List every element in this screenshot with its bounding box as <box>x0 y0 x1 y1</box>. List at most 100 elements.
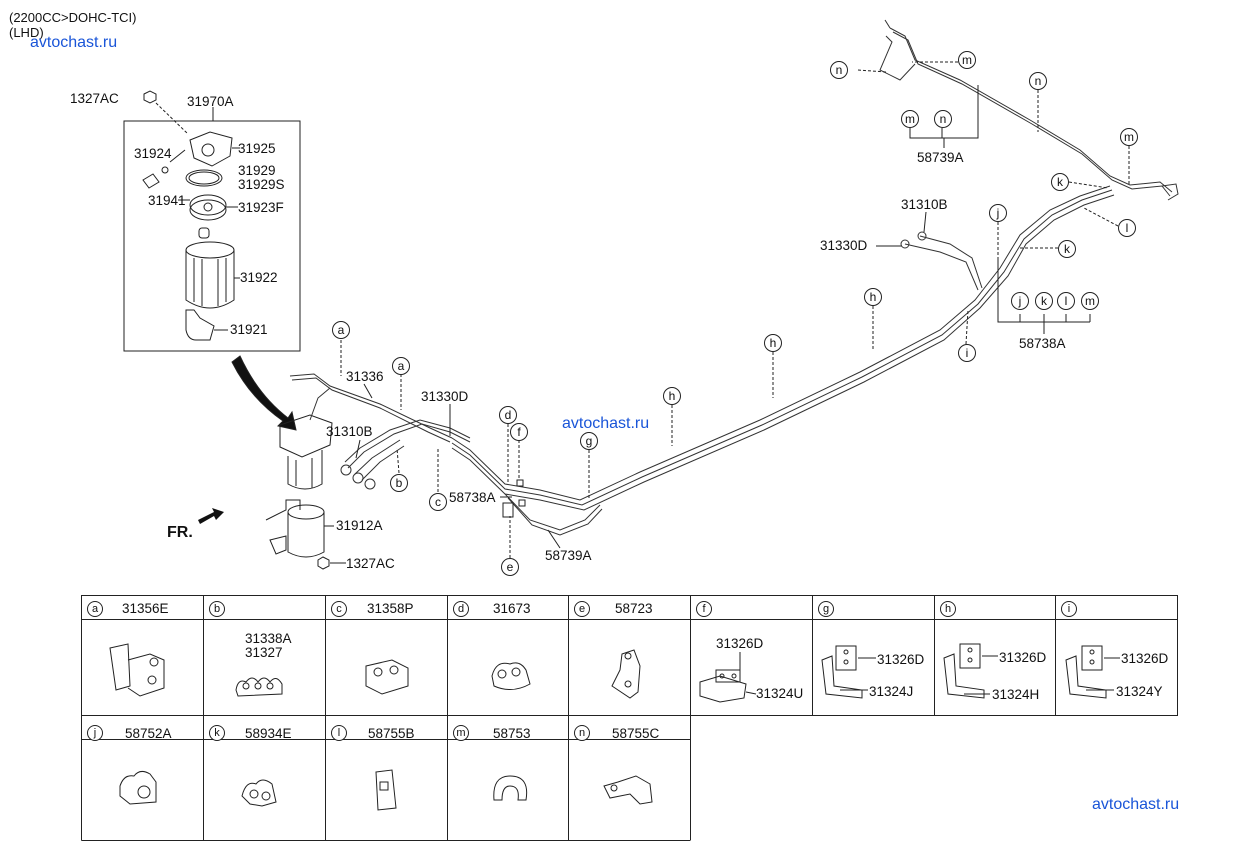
legend-code-f1: 31326D <box>716 636 764 651</box>
part-label-58738A-mid: 58738A <box>449 490 496 505</box>
part-label-58739A-top: 58739A <box>917 150 964 165</box>
front-label: FR. <box>167 524 193 541</box>
legend-code-n: 58755C <box>612 726 660 741</box>
legend-code-h2: 31324H <box>992 687 1040 702</box>
callout-c: c <box>429 493 447 511</box>
legend-code-i2: 31324Y <box>1116 684 1163 699</box>
callout-l: l <box>1118 219 1136 237</box>
legend-code-d: 31673 <box>493 601 531 616</box>
callout-e: e <box>501 558 519 576</box>
callout-g: g <box>580 432 598 450</box>
watermark-bottom-right: avtochast.ru <box>1092 796 1180 813</box>
filter-detail-frame <box>123 120 301 352</box>
fuel-line-diagram <box>123 19 1179 570</box>
callout-n: n <box>1029 72 1047 90</box>
clip-31673-icon <box>491 662 531 690</box>
part-label-31923F: 31923F <box>238 200 284 215</box>
legend-letter-f: f <box>696 601 712 617</box>
part-label-31929S: 31929S <box>238 177 285 192</box>
filter-cap-icon <box>189 194 227 216</box>
part-label-58739A-mid: 58739A <box>545 548 592 563</box>
legend-code-b1: 31338A <box>245 631 292 646</box>
legend-code-f2: 31324U <box>756 686 804 701</box>
legend-code-g1: 31326D <box>877 652 925 667</box>
lower-filter-icon <box>265 499 301 521</box>
legend-letter-c: c <box>331 601 347 617</box>
legend-code-k: 58934E <box>245 726 292 741</box>
part-label-31310B-right: 31310B <box>901 197 948 212</box>
part-label-nut-bottom: 1327AC <box>346 556 395 571</box>
legend-code-m: 58753 <box>493 726 531 741</box>
legend-code-j: 58752A <box>125 726 172 741</box>
legend-letter-g: g <box>818 601 834 617</box>
callout-m: m <box>1081 292 1099 310</box>
engine-spec: (2200CC>DOHC-TCI) <box>9 10 137 25</box>
callout-a: a <box>332 321 350 339</box>
part-label-31912A: 31912A <box>336 518 383 533</box>
part-label-nut-top: 1327AC <box>70 91 119 106</box>
nut-top-icon <box>143 90 157 104</box>
clip-58755C-icon <box>603 775 653 805</box>
clip-31358P-icon <box>365 659 409 695</box>
front-arrow-icon <box>198 508 224 524</box>
callout-n: n <box>934 110 952 128</box>
callout-k: k <box>1058 240 1076 258</box>
legend-code-e: 58723 <box>615 601 653 616</box>
part-label-31921: 31921 <box>230 322 268 337</box>
callout-j: j <box>1011 292 1029 310</box>
part-label-31922: 31922 <box>240 270 278 285</box>
bracket-31324H-icon <box>943 643 985 699</box>
legend-code-l: 58755B <box>368 726 415 741</box>
clip-58934E-icon <box>241 779 277 807</box>
legend-code-b2: 31327 <box>245 645 283 660</box>
clip-31356E-icon <box>109 643 165 697</box>
filter-cartridge-icon <box>185 241 235 259</box>
legend-letter-i: i <box>1061 601 1077 617</box>
callout-m: m <box>958 51 976 69</box>
part-label-58738A-right: 58738A <box>1019 336 1066 351</box>
callout-k: k <box>1051 173 1069 191</box>
callout-a: a <box>392 357 410 375</box>
callout-l: l <box>1057 292 1075 310</box>
part-label-31941: 31941 <box>148 193 186 208</box>
callout-f: f <box>510 423 528 441</box>
legend-letter-e: e <box>574 601 590 617</box>
part-label-31330D-right: 31330D <box>820 238 868 253</box>
part-label-31924: 31924 <box>134 146 172 161</box>
legend-letter-d: d <box>453 601 469 617</box>
clip-58755B-icon <box>375 769 397 811</box>
part-label-31336: 31336 <box>346 369 384 384</box>
callout-m: m <box>1120 128 1138 146</box>
legend-letter-a: a <box>87 601 103 617</box>
legend-code-c: 31358P <box>367 601 414 616</box>
callout-b: b <box>390 474 408 492</box>
o-ring-icon <box>185 169 223 187</box>
legend-code-i1: 31326D <box>1121 651 1169 666</box>
part-label-31925: 31925 <box>238 141 276 156</box>
legend-code-a: 31356E <box>122 601 169 616</box>
clip-58752A-icon <box>119 770 157 805</box>
watermark-top-left: avtochast.ru <box>30 34 118 51</box>
part-label-31929: 31929 <box>238 163 276 178</box>
legend-table <box>81 595 1178 841</box>
clip-31338A-icon <box>235 677 283 697</box>
legend-letter-b: b <box>209 601 225 617</box>
callout-d: d <box>499 406 517 424</box>
nut-bottom-icon <box>317 556 330 570</box>
part-label-31330D-left: 31330D <box>421 389 469 404</box>
grommet-58753-icon <box>493 775 528 801</box>
legend-letter-h: h <box>940 601 956 617</box>
callout-m: m <box>901 110 919 128</box>
installed-filter-icon <box>279 414 333 458</box>
callout-h: h <box>663 387 681 405</box>
drain-fitting-icon <box>142 173 160 189</box>
drive-spec: (LHD) <box>9 25 44 40</box>
legend-letter-n: n <box>574 725 590 741</box>
water-sensor-icon <box>185 309 215 341</box>
watermark-center: avtochast.ru <box>562 415 650 432</box>
legend-letter-k: k <box>209 725 225 741</box>
legend-code-g2: 31324J <box>869 684 914 699</box>
legend-code-h1: 31326D <box>999 650 1047 665</box>
callout-k: k <box>1035 292 1053 310</box>
part-label-filter-assembly: 31970A <box>187 94 234 109</box>
